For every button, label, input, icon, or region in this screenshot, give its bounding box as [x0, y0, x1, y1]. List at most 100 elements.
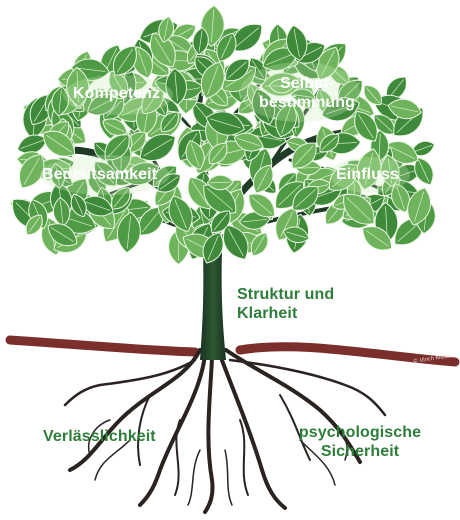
- leaf-vein: [198, 30, 203, 52]
- leaf-vein: [209, 118, 241, 129]
- leaf-vein: [23, 157, 40, 185]
- leaf-vein: [107, 137, 127, 158]
- leaf-vein: [60, 200, 64, 224]
- leaf-vein: [234, 27, 259, 48]
- leaf-vein: [227, 61, 247, 79]
- leaf-vein: [251, 134, 283, 141]
- leaf-vein: [209, 181, 231, 184]
- leaf-vein: [266, 53, 295, 66]
- leaf-vein: [320, 50, 335, 77]
- leaf-vein: [213, 213, 228, 231]
- leaf-vein: [84, 201, 111, 211]
- leaf-vein: [389, 145, 416, 160]
- label-einfluss: Einfluss: [336, 166, 400, 183]
- leaf-vein: [141, 209, 161, 233]
- leaf-vein: [163, 19, 169, 40]
- leaf-vein: [144, 89, 161, 112]
- leaf-vein: [258, 92, 269, 121]
- leaf-vein: [190, 143, 200, 167]
- leaf-vein: [76, 71, 79, 103]
- leaf-vein: [280, 211, 294, 238]
- leaf-vein: [298, 166, 319, 169]
- leaf-vein: [207, 235, 219, 261]
- leaf-vein: [285, 231, 307, 239]
- label-psych-line2: Sicherheit: [320, 443, 400, 460]
- leaf-vein: [75, 67, 106, 72]
- leaf-vein: [388, 79, 405, 98]
- tree-trunk: [200, 250, 226, 360]
- leaf-vein: [242, 218, 267, 223]
- leaf-vein: [159, 176, 179, 190]
- leaf-vein: [251, 60, 264, 78]
- leaf-vein: [90, 98, 115, 111]
- leaf-vein: [211, 145, 225, 162]
- leaf-vein: [220, 35, 232, 59]
- leaf-vein: [154, 36, 172, 64]
- leaf-vein: [137, 49, 148, 75]
- leaf-vein: [50, 227, 75, 243]
- label-selbstbestimmung-line2: bestimmung: [258, 94, 356, 111]
- leaf-vein: [127, 167, 156, 180]
- leaf-vein: [376, 116, 393, 133]
- leaf-vein: [105, 122, 125, 133]
- leaf-vein: [96, 164, 115, 184]
- leaf-vein: [397, 221, 421, 242]
- label-psychologische-sicherheit: psychologische Sicherheit: [290, 423, 430, 461]
- leaf-vein: [364, 152, 373, 186]
- leaf-vein: [281, 106, 291, 134]
- leaf-vein: [365, 229, 389, 247]
- leaf-vein: [191, 180, 209, 206]
- leaf-vein: [418, 160, 430, 183]
- leaf-vein: [174, 199, 187, 229]
- canopy-highlights: [40, 62, 410, 195]
- leaf-vein: [107, 210, 126, 239]
- label-selbstbestimmung: Selbst- bestimmung: [257, 74, 357, 112]
- tree-roots: [63, 348, 387, 514]
- leaf-vein: [206, 188, 233, 210]
- leaf-vein: [28, 216, 41, 233]
- label-verlaesslichkeit: Verlässlichkeit: [43, 428, 156, 445]
- leaf-vein: [321, 136, 337, 151]
- leaf-vein: [20, 139, 45, 149]
- leaf-vein: [294, 145, 314, 166]
- leaf-vein: [358, 114, 374, 139]
- leaf-vein: [46, 134, 72, 153]
- leaf-vein: [55, 166, 60, 186]
- label-struktur-klarheit: Struktur und Klarheit: [237, 285, 334, 323]
- leaf-vein: [293, 94, 313, 98]
- leaf-vein: [112, 73, 125, 95]
- leaf-vein: [251, 196, 273, 215]
- tree-canopy: [9, 4, 436, 265]
- leaf-vein: [293, 28, 300, 57]
- leaf-vein: [365, 87, 380, 103]
- leaf-vein: [113, 189, 128, 208]
- leaf-vein: [391, 105, 419, 113]
- leaf-vein: [74, 196, 84, 215]
- leaf-vein: [325, 104, 356, 115]
- leaf-vein: [253, 235, 266, 254]
- leaf-vein: [227, 228, 244, 256]
- leaf-vein: [174, 72, 178, 102]
- leaf-vein: [271, 85, 292, 87]
- leaf-vein: [414, 191, 425, 222]
- leaf-vein: [211, 9, 215, 43]
- leaf-vein: [413, 144, 433, 153]
- leaf-vein: [346, 197, 371, 221]
- leaf-vein: [387, 158, 393, 184]
- leaf-vein: [105, 100, 122, 118]
- leaf-vein: [295, 189, 316, 208]
- leaf-vein: [207, 65, 219, 95]
- leaf-vein: [126, 216, 131, 249]
- leaf-vein: [168, 38, 192, 55]
- leaf-vein: [116, 48, 134, 73]
- ground-line: [5, 335, 460, 367]
- leaf-vein: [162, 113, 177, 130]
- label-selbstbestimmung-line1: Selbst-: [279, 75, 335, 92]
- label-struktur-line2: Klarheit: [237, 305, 298, 322]
- label-psych-line1: psychologische: [298, 424, 422, 441]
- leaf-vein: [257, 167, 270, 191]
- leaf-vein: [143, 138, 172, 157]
- leaf-vein: [378, 133, 381, 159]
- leaf-vein: [396, 186, 405, 210]
- leaf-vein: [278, 184, 301, 206]
